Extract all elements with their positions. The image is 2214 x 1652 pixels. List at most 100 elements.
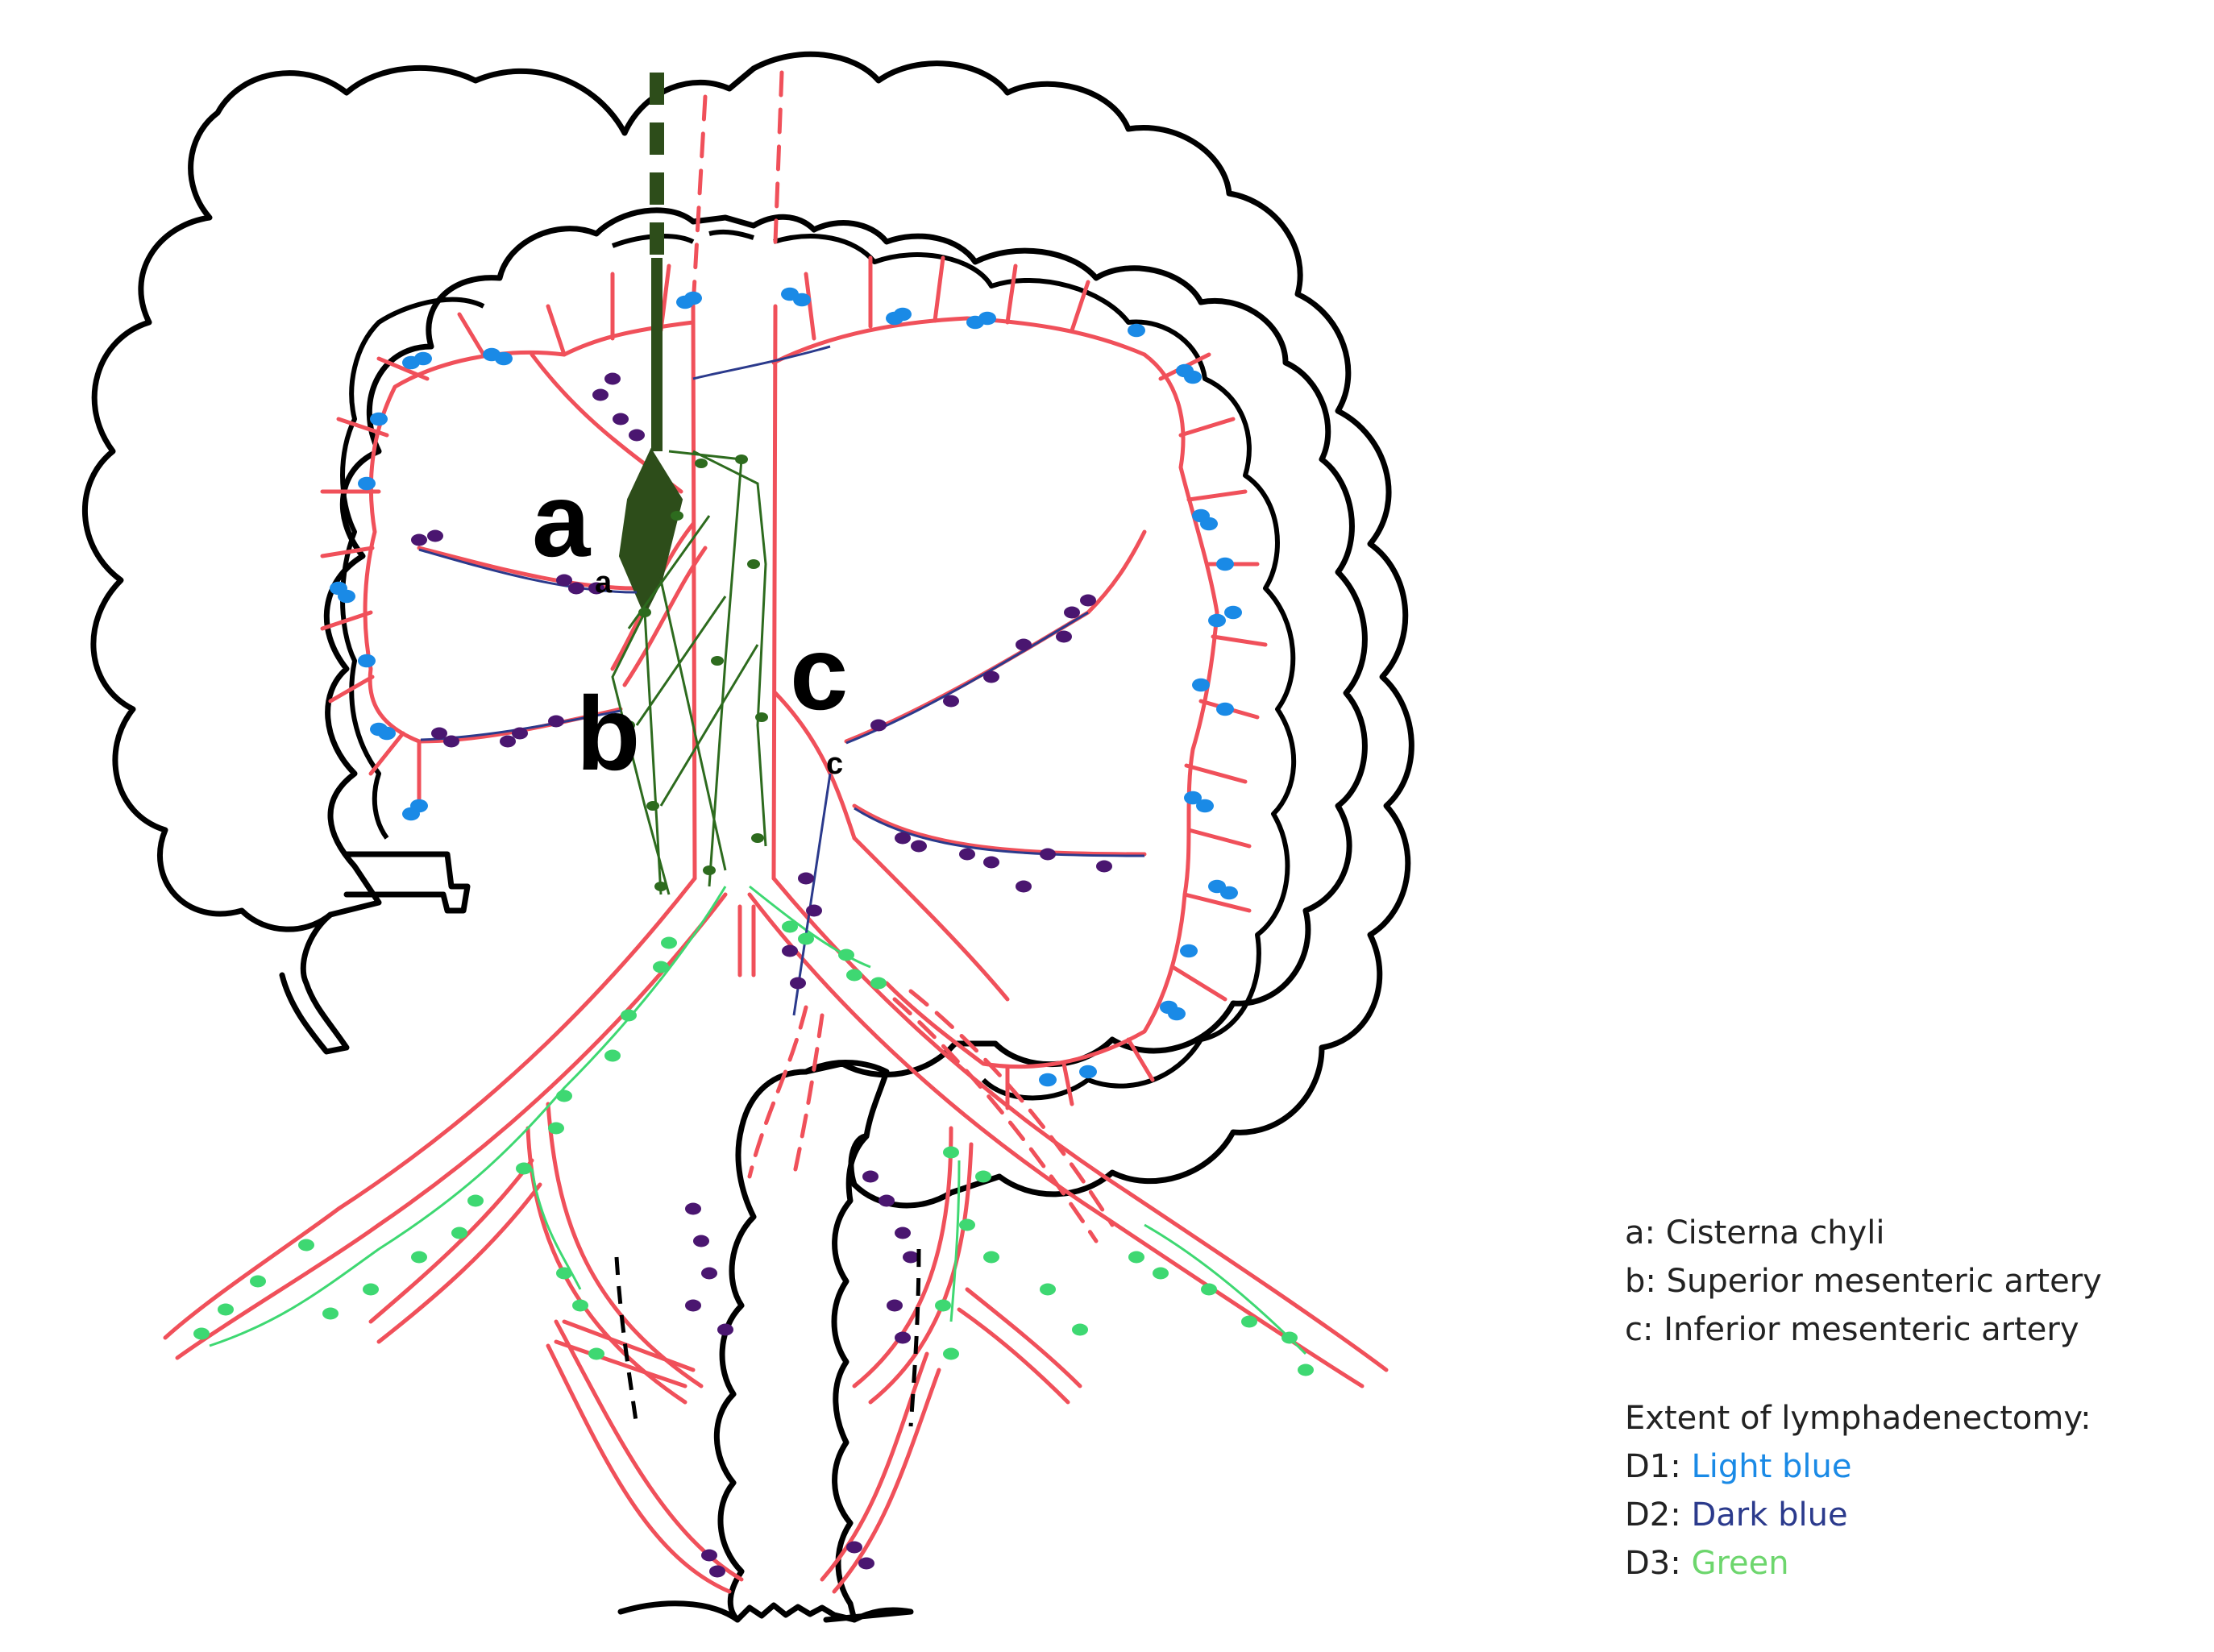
d2-node: [879, 1194, 895, 1207]
d2-node: [411, 533, 427, 546]
d1-node: [402, 807, 420, 821]
d3-node: [467, 1194, 484, 1207]
d3-dark-lymph-nodes: [622, 455, 768, 891]
d2-node: [798, 872, 814, 885]
d1-node: [1216, 702, 1234, 716]
d1-node: [894, 307, 912, 322]
right-rectal-artery: [820, 1351, 929, 1582]
d1-node: [358, 654, 376, 668]
d3-dark-node: [747, 559, 760, 569]
d1-node: [358, 476, 376, 491]
d2-node: [701, 1267, 717, 1280]
d3-node: [1040, 1283, 1056, 1296]
d3-node: [556, 1090, 572, 1102]
d3-lymph-nodes: [193, 920, 1314, 1376]
marginal-artery-top-left: [562, 320, 696, 357]
sigmoid-branch-1: [852, 803, 1147, 857]
thoracic-duct: [618, 73, 683, 616]
left-pelvic-branch: [562, 1319, 696, 1372]
d3-node: [943, 1347, 959, 1360]
d3-node: [411, 1251, 427, 1264]
left-rectal-artery: [554, 1319, 744, 1582]
aorta-upper-dashed-left: [691, 94, 708, 309]
d3-dark-node: [622, 720, 635, 730]
d3-node: [298, 1239, 314, 1251]
label-b: b: [576, 674, 640, 792]
pelvic-dashed-right: [908, 1248, 921, 1427]
d1-node: [1184, 791, 1202, 805]
sigmoid-dashed-2: [908, 989, 1115, 1227]
d1-node: [414, 351, 432, 366]
marginal-artery-transverse: [771, 316, 1147, 365]
d3-node: [1241, 1315, 1257, 1328]
d2-lymph-lines: [418, 345, 1145, 1016]
legend-level-d2-color: Dark blue: [1691, 1496, 1848, 1534]
d3-node: [322, 1307, 339, 1320]
ileum-stub: [343, 851, 471, 914]
d3-node: [653, 961, 669, 973]
d2-lymph-nodes: [411, 372, 1112, 1578]
right-external-iliac-b: [957, 1307, 1070, 1405]
transverse-outer-contour: [621, 51, 1414, 1209]
legend-item-c: c: Inferior mesenteric artery: [1625, 1311, 2079, 1348]
d3-iliac-lymph: [209, 885, 1307, 1355]
right-common-iliac-inner: [747, 892, 1365, 1388]
d2-node: [1064, 606, 1080, 619]
d3-node: [838, 948, 854, 961]
d3-node: [1298, 1364, 1314, 1376]
left-common-iliac-inner: [175, 892, 728, 1360]
ima-trunk: [773, 691, 857, 841]
d2-node: [887, 1299, 903, 1312]
d1-node: [1192, 678, 1210, 692]
d3-node: [1281, 1331, 1298, 1344]
colon-outer-contour: [81, 64, 1368, 1078]
d3-node: [218, 1303, 234, 1316]
colon-outline: [81, 51, 1414, 1623]
d1-node: [1079, 1065, 1097, 1079]
aorta-upper-dashed-right: [773, 70, 784, 244]
label-c: c: [790, 614, 848, 732]
d1-node: [370, 412, 388, 426]
d1-node: [1128, 323, 1145, 338]
d2-node: [604, 372, 621, 385]
d2-node: [1096, 860, 1112, 873]
d3-node: [621, 1009, 637, 1022]
d2-node: [1080, 594, 1096, 607]
right-rectal-artery-b: [832, 1368, 941, 1594]
d2-node: [782, 944, 798, 957]
d3-node: [363, 1283, 379, 1296]
d3-node: [1201, 1283, 1217, 1296]
d1-node: [1196, 799, 1214, 813]
d2-node: [983, 856, 999, 869]
left-common-iliac: [163, 876, 697, 1340]
d3-node: [782, 920, 798, 933]
d2-node: [895, 832, 911, 845]
legend-level-d1-color: Light blue: [1691, 1448, 1852, 1485]
d2-node: [1016, 880, 1032, 893]
d2-node: [790, 977, 806, 990]
d1-node: [338, 589, 355, 604]
d3-node: [798, 932, 814, 945]
right-internal-iliac: [852, 1126, 953, 1388]
legend-level-d2: D2: Dark blue: [1625, 1496, 1848, 1534]
d2-node: [548, 715, 564, 728]
appendix: [279, 911, 350, 1055]
d2-node: [911, 840, 927, 853]
d3-dark-node: [755, 712, 768, 722]
left-pelvic-branch-b: [554, 1339, 687, 1388]
d1-node: [1039, 1073, 1057, 1087]
d1-lymph-nodes: [330, 287, 1242, 1087]
label-a-small: a: [595, 566, 613, 600]
d1-node: [1216, 557, 1234, 571]
d3-dark-node: [751, 833, 764, 843]
left-external-iliac: [368, 1158, 534, 1324]
d2-node: [709, 1565, 725, 1578]
anal-verge: [617, 1600, 914, 1623]
d3-node: [588, 1347, 604, 1360]
d3-dark-node: [735, 455, 748, 464]
d3-dark-node: [711, 656, 724, 666]
d1-node: [495, 351, 513, 366]
d2-node: [1056, 630, 1072, 643]
d3-node: [1128, 1251, 1144, 1264]
